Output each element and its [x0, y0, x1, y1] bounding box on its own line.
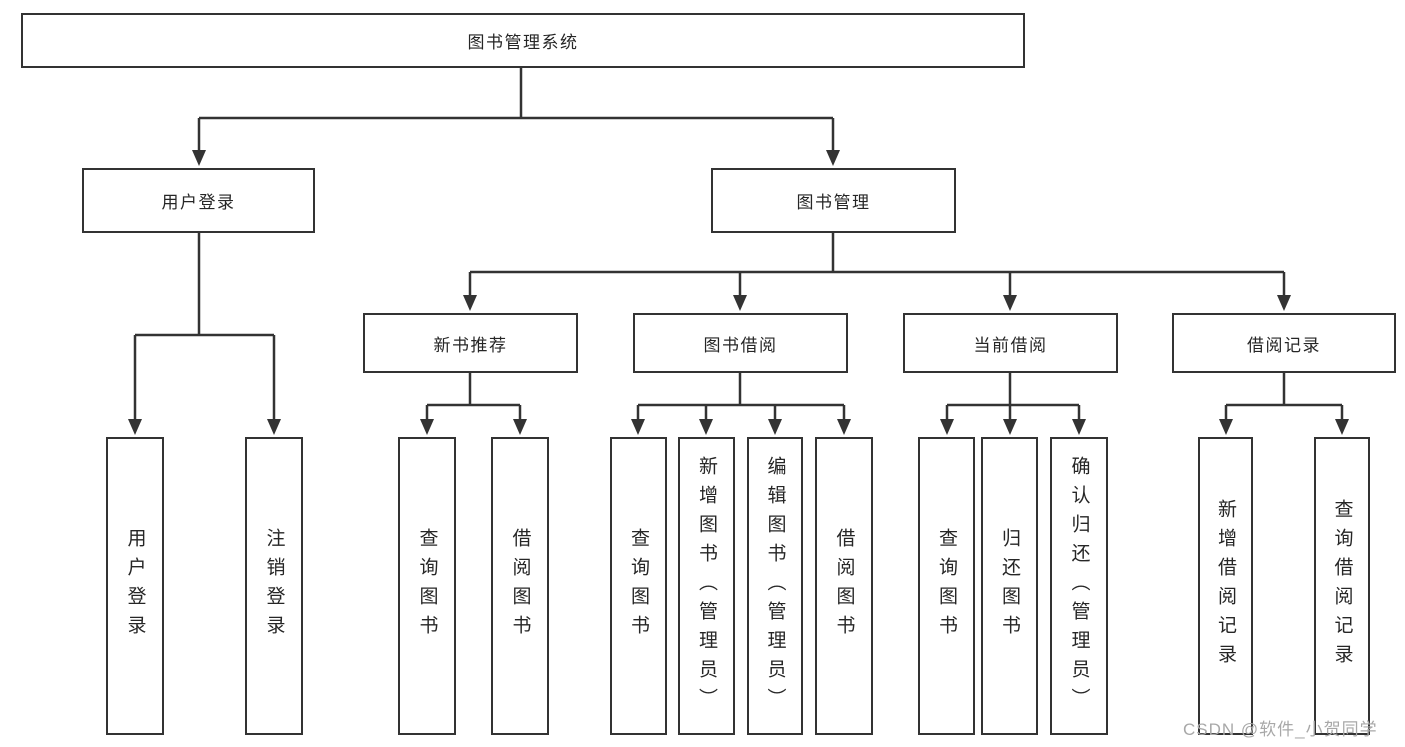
- arrowhead-icon: [1072, 419, 1086, 435]
- arrowhead-icon: [1003, 295, 1017, 311]
- arrowhead-icon: [631, 419, 645, 435]
- leaf-label: 注销登录: [263, 528, 285, 644]
- arrowhead-icon: [420, 419, 434, 435]
- leaf-label: 查询图书: [416, 528, 438, 644]
- leaf-label: 确认归还（管理员）: [1068, 455, 1090, 717]
- leaf-add-borrow-record: 新增借阅记录: [1198, 437, 1253, 735]
- leaf-logout: 注销登录: [245, 437, 303, 735]
- leaf-label: 归还图书: [999, 528, 1020, 644]
- arrowhead-icon: [699, 419, 713, 435]
- leaf-label: 查询图书: [628, 528, 649, 644]
- node-user-login: 用户登录: [82, 168, 315, 233]
- leaf-query-borrow-record: 查询借阅记录: [1314, 437, 1370, 735]
- arrowhead-icon: [267, 419, 281, 435]
- leaf-label: 查询图书: [936, 528, 957, 644]
- leaf-borrow-books-recommend: 借阅图书: [491, 437, 549, 735]
- node-label: 图书管理: [796, 193, 871, 212]
- leaf-confirm-return-admin: 确认归还（管理员）: [1050, 437, 1108, 735]
- node-new-book-recommend: 新书推荐: [363, 313, 578, 373]
- leaf-add-books-admin: 新增图书（管理员）: [678, 437, 735, 735]
- arrowhead-icon: [837, 419, 851, 435]
- leaf-label: 借阅图书: [509, 528, 531, 644]
- node-borrowing-records: 借阅记录: [1172, 313, 1396, 373]
- leaf-query-books-current: 查询图书: [918, 437, 975, 735]
- leaf-label: 新增图书（管理员）: [696, 455, 717, 717]
- leaf-user-login: 用户登录: [106, 437, 164, 735]
- node-label: 借阅记录: [1247, 335, 1321, 355]
- arrowhead-icon: [940, 419, 954, 435]
- leaf-borrow-books: 借阅图书: [815, 437, 873, 735]
- arrowhead-icon: [513, 419, 527, 435]
- arrowhead-icon: [463, 295, 477, 311]
- connector-trunk-lines: [135, 68, 1342, 407]
- leaf-return-books: 归还图书: [981, 437, 1038, 735]
- arrowhead-icon: [826, 150, 840, 166]
- leaf-label: 新增借阅记录: [1215, 499, 1236, 673]
- node-label: 当前借阅: [973, 335, 1048, 355]
- arrowhead-icon: [1003, 419, 1017, 435]
- arrowhead-icon: [1335, 419, 1349, 435]
- leaf-label: 查询借阅记录: [1331, 499, 1353, 673]
- csdn-watermark: CSDN @软件_小贺同学: [1183, 720, 1378, 739]
- leaf-edit-books-admin: 编辑图书（管理员）: [747, 437, 803, 735]
- arrowhead-icon: [192, 150, 206, 166]
- leaf-label: 借阅图书: [833, 528, 855, 644]
- node-current-borrowing: 当前借阅: [903, 313, 1118, 373]
- node-label: 图书借阅: [703, 335, 778, 355]
- node-label: 用户登录: [161, 193, 236, 212]
- arrowhead-icon: [128, 419, 142, 435]
- leaf-query-books-recommend: 查询图书: [398, 437, 456, 735]
- arrowhead-icon: [733, 295, 747, 311]
- node-book-management: 图书管理: [711, 168, 956, 233]
- node-book-borrowing: 图书借阅: [633, 313, 848, 373]
- leaf-label: 编辑图书（管理员）: [764, 455, 786, 717]
- arrowhead-icon: [768, 419, 782, 435]
- leaf-label: 用户登录: [124, 528, 146, 644]
- arrowhead-icon: [1219, 419, 1233, 435]
- node-label: 图书管理系统: [467, 33, 579, 52]
- node-library-management-system: 图书管理系统: [21, 13, 1025, 68]
- node-label: 新书推荐: [433, 335, 508, 355]
- leaf-query-books-borrow: 查询图书: [610, 437, 667, 735]
- arrowhead-icon: [1277, 295, 1291, 311]
